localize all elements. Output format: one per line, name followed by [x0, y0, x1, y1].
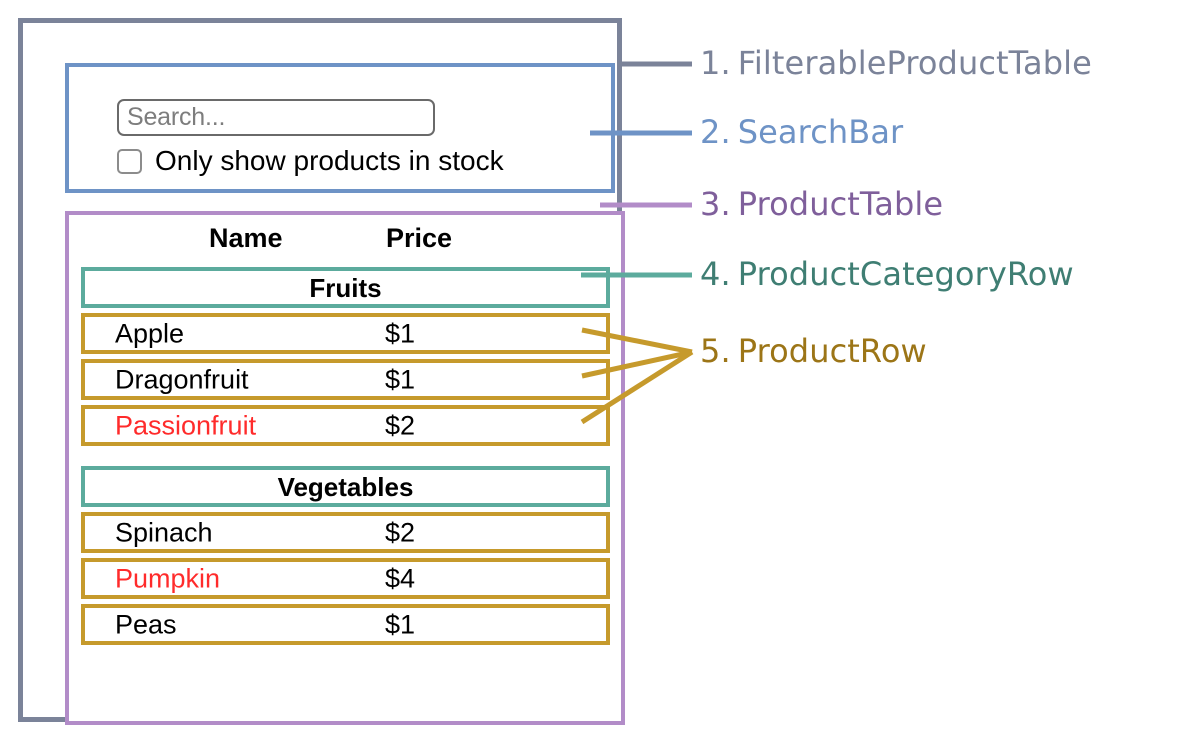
product-row: Passionfruit $2: [81, 405, 610, 446]
annotation-4-product-category-row: 4.ProductCategoryRow: [700, 258, 1074, 290]
annotation-3-number: 3.: [700, 185, 731, 223]
product-price: $1: [385, 318, 416, 348]
product-category-row: Fruits: [81, 267, 610, 308]
column-header-price: Price: [386, 223, 453, 253]
annotation-1-number: 1.: [700, 44, 731, 82]
annotation-1-filterable-product-table: 1.FilterableProductTable: [700, 47, 1092, 79]
annotation-2-search-bar: 2.SearchBar: [700, 116, 903, 148]
product-price: $2: [385, 517, 416, 547]
annotation-5-label: ProductRow: [737, 332, 927, 370]
annotation-5-number: 5.: [700, 332, 731, 370]
column-header-name: Name: [209, 223, 283, 253]
product-table-container: Name Price Fruits Apple $1 Dragonfruit $…: [65, 211, 625, 725]
in-stock-checkbox-label: Only show products in stock: [155, 145, 504, 176]
product-table: Name Price Fruits Apple $1 Dragonfruit $…: [81, 215, 610, 645]
product-name: Pumpkin: [115, 563, 221, 593]
search-input[interactable]: Search...: [117, 99, 435, 136]
annotation-5-product-row: 5.ProductRow: [700, 335, 927, 367]
group-spacer: [81, 446, 610, 458]
filterable-product-table-container: Search... Only show products in stock Na…: [18, 18, 625, 725]
annotation-4-number: 4.: [700, 255, 731, 293]
product-price: $2: [385, 410, 416, 440]
product-category-label: Fruits: [309, 272, 382, 303]
product-row: Peas $1: [81, 604, 610, 645]
product-row: Apple $1: [81, 313, 610, 354]
product-price: $1: [385, 364, 416, 394]
product-name: Dragonfruit: [115, 364, 249, 394]
product-name: Apple: [115, 318, 185, 348]
product-price: $1: [385, 609, 416, 639]
annotation-3-product-table: 3.ProductTable: [700, 188, 943, 220]
search-input-placeholder: Search...: [127, 103, 226, 131]
table-header-row: Name Price: [81, 215, 610, 259]
product-row: Pumpkin $4: [81, 558, 610, 599]
search-bar-container: Search... Only show products in stock: [65, 63, 615, 193]
checkbox-icon[interactable]: [117, 148, 142, 174]
product-category-label: Vegetables: [277, 471, 414, 502]
in-stock-checkbox-row[interactable]: Only show products in stock: [117, 147, 504, 175]
annotation-4-label: ProductCategoryRow: [737, 255, 1074, 293]
annotation-2-label: SearchBar: [737, 113, 904, 151]
product-price: $4: [385, 563, 416, 593]
product-name: Spinach: [115, 517, 213, 547]
annotation-1-label: FilterableProductTable: [737, 44, 1092, 82]
annotation-3-label: ProductTable: [737, 185, 944, 223]
product-row: Spinach $2: [81, 512, 610, 553]
product-name: Passionfruit: [115, 410, 257, 440]
product-row: Dragonfruit $1: [81, 359, 610, 400]
product-category-row: Vegetables: [81, 466, 610, 507]
product-name: Peas: [115, 609, 177, 639]
annotation-2-number: 2.: [700, 113, 731, 151]
